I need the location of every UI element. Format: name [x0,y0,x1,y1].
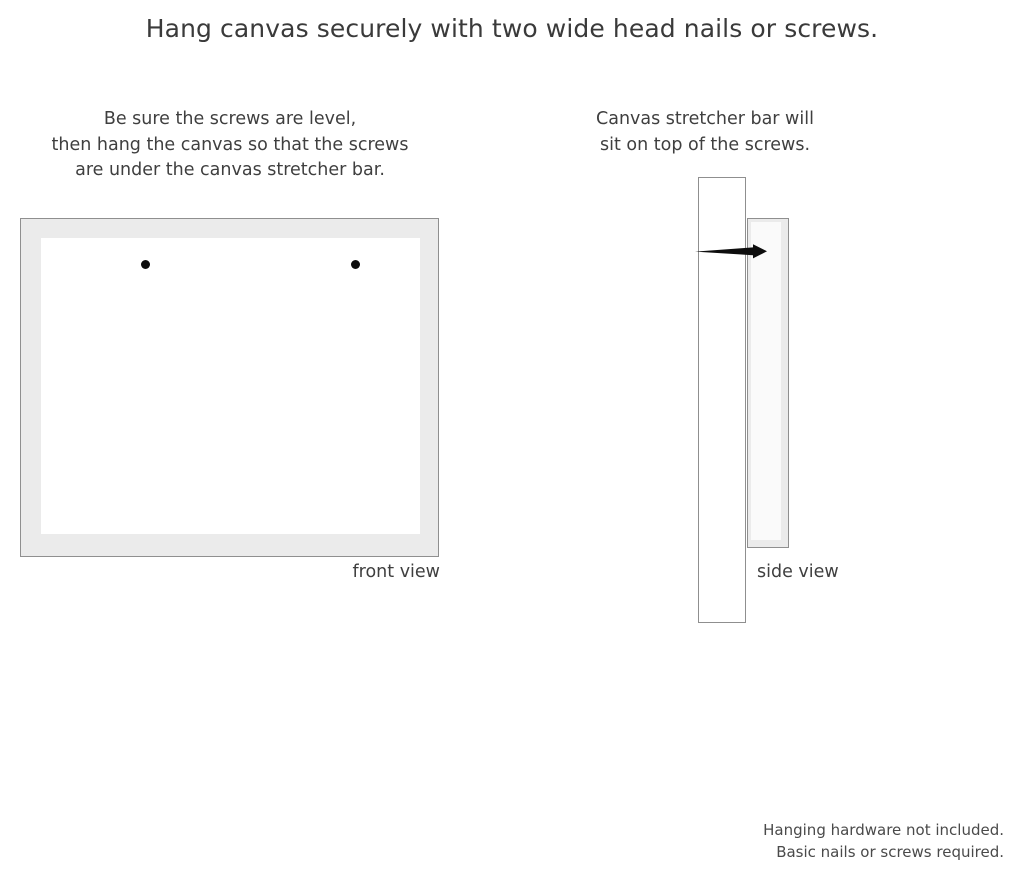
side-view-caption-line-1: Canvas stretcher bar will [596,109,814,129]
canvas-stretcher-bar-face [751,222,781,540]
front-view-caption-line-1: Be sure the screws are level, [103,109,357,129]
front-view-caption: Be sure the screws are level, then hang … [20,107,440,184]
front-view-caption-line-3: are under the canvas stretcher bar. [75,160,385,180]
footer-note-line-1: Hanging hardware not included. [763,821,1004,839]
footer-note: Hanging hardware not included. Basic nai… [763,819,1004,863]
front-view-label: front view [352,562,441,582]
canvas-frame-inner [41,238,420,534]
footer-note-line-2: Basic nails or screws required. [776,843,1004,861]
page-title: Hang canvas securely with two wide head … [145,14,879,43]
canvas-stretcher-bar-cross-section [747,218,789,548]
screw-head-icon-left [141,260,150,269]
front-view-diagram [20,218,439,557]
screw-side-icon [695,244,767,259]
side-view-label: side view [757,562,839,582]
front-view-caption-line-2: then hang the canvas so that the screws [51,134,409,155]
screw-head-icon-right [351,260,360,269]
side-view-caption: Canvas stretcher bar will sit on top of … [565,107,845,158]
side-view-caption-line-2: sit on top of the screws. [599,134,811,155]
side-view-diagram [690,170,890,640]
